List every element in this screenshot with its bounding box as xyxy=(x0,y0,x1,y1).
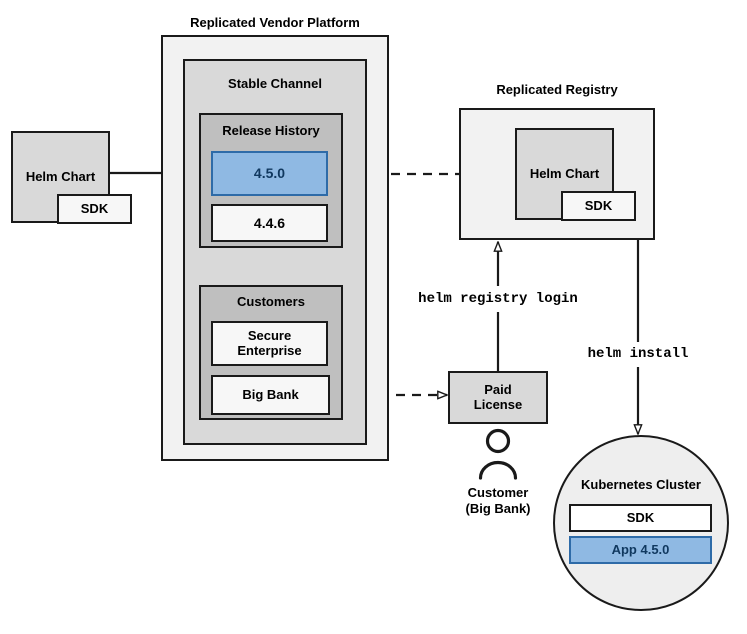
release-version-label: 4.5.0 xyxy=(253,165,286,182)
cluster-item-app: App 4.5.0 xyxy=(569,536,712,564)
paid-license-line1: Paid xyxy=(484,381,512,397)
source-helm-chart-sdk-box: SDK xyxy=(57,194,132,224)
person-icon xyxy=(474,428,522,480)
cluster-item-label: App 4.5.0 xyxy=(611,541,670,557)
customer-item-secure-enterprise[interactable]: Secure Enterprise xyxy=(211,321,328,366)
release-item-4-5-0[interactable]: 4.5.0 xyxy=(211,151,328,196)
paid-license-box: Paid License xyxy=(448,371,548,424)
customer-name-line1: Secure xyxy=(247,327,292,343)
cluster-item-label: SDK xyxy=(626,509,655,525)
replicated-registry-title: Replicated Registry xyxy=(496,82,618,97)
registry-helm-chart-label: Helm Chart xyxy=(529,165,600,181)
command-helm-registry-login: helm registry login xyxy=(418,291,578,307)
customer-actor-label-line2: (Big Bank) xyxy=(465,501,531,516)
customer-actor-label-line1: Customer xyxy=(467,485,529,500)
release-version-label: 4.4.6 xyxy=(253,214,286,231)
customer-name-line2: Enterprise xyxy=(237,342,302,358)
command-helm-install: helm install xyxy=(587,346,689,362)
cluster-item-sdk: SDK xyxy=(569,504,712,532)
registry-helm-chart-sdk-box: SDK xyxy=(561,191,636,221)
customer-item-big-bank[interactable]: Big Bank xyxy=(211,375,330,415)
customer-name-line1: Big Bank xyxy=(242,386,299,402)
kubernetes-cluster-heading: Kubernetes Cluster xyxy=(581,477,701,492)
paid-license-line2: License xyxy=(473,396,523,412)
source-helm-chart-sdk-label: SDK xyxy=(80,200,109,216)
source-helm-chart-label: Helm Chart xyxy=(25,168,96,184)
vendor-platform-title: Replicated Vendor Platform xyxy=(190,15,360,30)
release-history-heading: Release History xyxy=(222,123,320,138)
registry-helm-chart-sdk-label: SDK xyxy=(584,197,613,213)
customers-heading: Customers xyxy=(237,294,305,309)
source-helm-chart-box: Helm Chart xyxy=(11,131,110,223)
stable-channel-heading: Stable Channel xyxy=(228,76,322,91)
release-item-4-4-6[interactable]: 4.4.6 xyxy=(211,204,328,242)
